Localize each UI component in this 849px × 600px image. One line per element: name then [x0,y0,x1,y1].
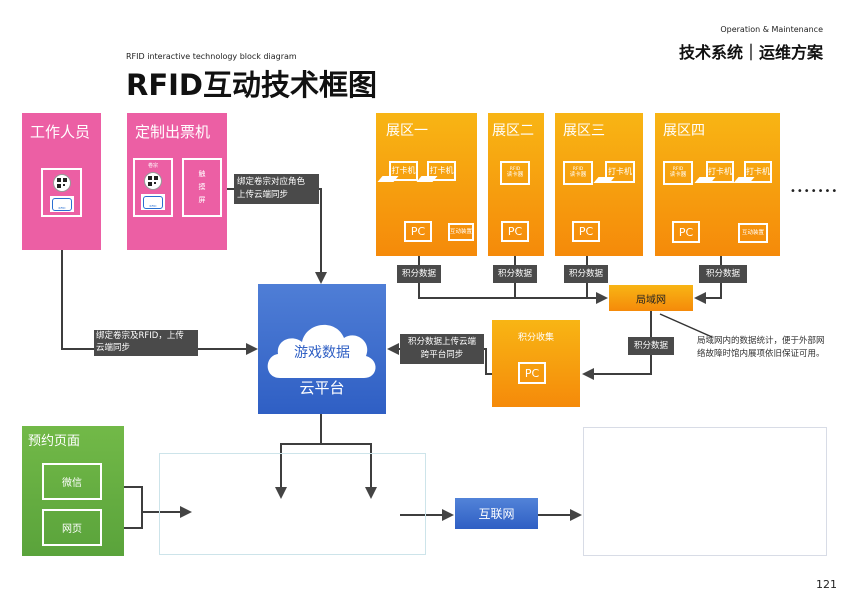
rfid-label: 读卡器 [506,172,524,179]
touchscreen-char: 屏 [198,196,206,205]
points-data-label: 积分数据 [564,265,608,283]
lan-note: 局域网内的数据统计，便于外部网络故障时馆内展项依旧保证可用。 [697,336,825,360]
note-pointer [659,313,713,338]
rfid-label: 读卡器 [669,172,687,179]
points-data-label: 积分数据 [699,265,747,283]
ticket-card-frame: 卷宗 RFID [133,158,173,217]
zone-title: 展区二 [492,123,534,139]
placeholder-frame-right [583,427,827,556]
points-data-label: 积分数据 [397,265,441,283]
rfid-label: RFID [672,167,684,172]
punch-machine: 打卡机 [605,161,635,183]
collect-title: 积分收集 [517,333,554,343]
interactive-device: 互动装置 [738,223,768,243]
bind-role-label: 绑定卷宗对应角色 上传云端同步 [234,174,319,204]
label-line: 积分数据上传云端 [407,337,476,347]
booking-page-box: 预约页面 微信 网页 [22,426,124,556]
section-cn: 技术系统｜运维方案 [678,43,823,62]
touchscreen[interactable]: 触 摸 屏 [182,158,222,217]
cloud-platform-box: 游戏数据 云平台 [258,284,386,414]
more-zones-ellipsis: ••••••• [790,186,839,197]
punch-machine: 打卡机 [744,161,772,183]
bind-rfid-label: 绑定卷宗及RFID，上传 云端同步 [94,330,198,356]
section-en: Operation & Maintenance [720,25,823,34]
zone-title: 展区三 [563,123,605,139]
rfid-reader: RFID 读卡器 [563,161,593,185]
booking-title: 预约页面 [28,434,81,449]
zone-1: 展区一 打卡机 打卡机 PC 互动装置 [376,113,477,256]
pc: PC [672,221,700,243]
webpage-button[interactable]: 网页 [42,509,102,546]
placeholder-frame [159,453,426,555]
internet-box: 互联网 [455,498,538,529]
qr-code-icon [143,172,163,190]
label-line: 跨平台同步 [420,349,464,360]
rfid-card-icon: RFID [50,196,74,212]
points-collection-box: 积分收集 PC [492,320,580,407]
subtitle-en: RFID interactive technology block diagra… [126,52,297,61]
game-data-label: 游戏数据 [294,345,350,361]
staff-credential-frame: RFID [41,168,82,217]
zone-title: 展区四 [663,123,705,139]
lan-box: 局域网 [609,285,693,311]
ticket-machine-box: 定制出票机 卷宗 RFID 触 摸 屏 [127,113,227,250]
zone-title: 展区一 [386,123,428,139]
pc: PC [572,221,600,242]
rfid-reader: RFID 读卡器 [663,161,693,185]
touchscreen-char: 摸 [198,182,206,191]
cloud-icon [267,324,376,378]
punch-machine: 打卡机 [706,161,734,183]
label-line: 绑定卷宗对应角色 [237,177,306,187]
pc: PC [518,362,546,384]
page-title: RFID互动技术框图 [126,68,378,102]
staff-box: 工作人员 RFID [22,113,101,250]
punch-machine: 打卡机 [389,161,418,181]
qr-code-icon [52,174,72,192]
rfid-label: RFID [572,167,584,172]
pc: PC [501,221,529,242]
label-line: 云端同步 [96,342,131,353]
points-data-label: 积分数据 [493,265,537,283]
wechat-button[interactable]: 微信 [42,463,102,500]
ticket-machine-title: 定制出票机 [135,123,211,141]
zone-4: 展区四 RFID 读卡器 打卡机 打卡机 PC 互动装置 [655,113,780,256]
label-line: 上传云端同步 [237,189,289,200]
label-line: 绑定卷宗及RFID，上传 [96,331,184,341]
card-label: 卷宗 [147,163,158,169]
staff-title: 工作人员 [30,123,91,141]
page-number: 121 [816,578,837,591]
zone-2: 展区二 RFID 读卡器 PC [488,113,544,256]
pc: PC [404,221,432,242]
touchscreen-char: 触 [198,169,206,178]
interactive-device: 互动装置 [448,223,474,241]
rfid-label: RFID [509,167,521,172]
punch-machine: 打卡机 [427,161,456,181]
rfid-label: 读卡器 [569,172,587,179]
cloud-platform-label: 云平台 [299,379,345,397]
points-data-label: 积分数据 [628,337,674,355]
upload-label: 积分数据上传云端 跨平台同步 [400,334,484,364]
rfid-card-icon: RFID [141,194,165,210]
rfid-reader: RFID 读卡器 [500,161,530,185]
zone-3: 展区三 RFID 读卡器 打卡机 PC [555,113,643,256]
